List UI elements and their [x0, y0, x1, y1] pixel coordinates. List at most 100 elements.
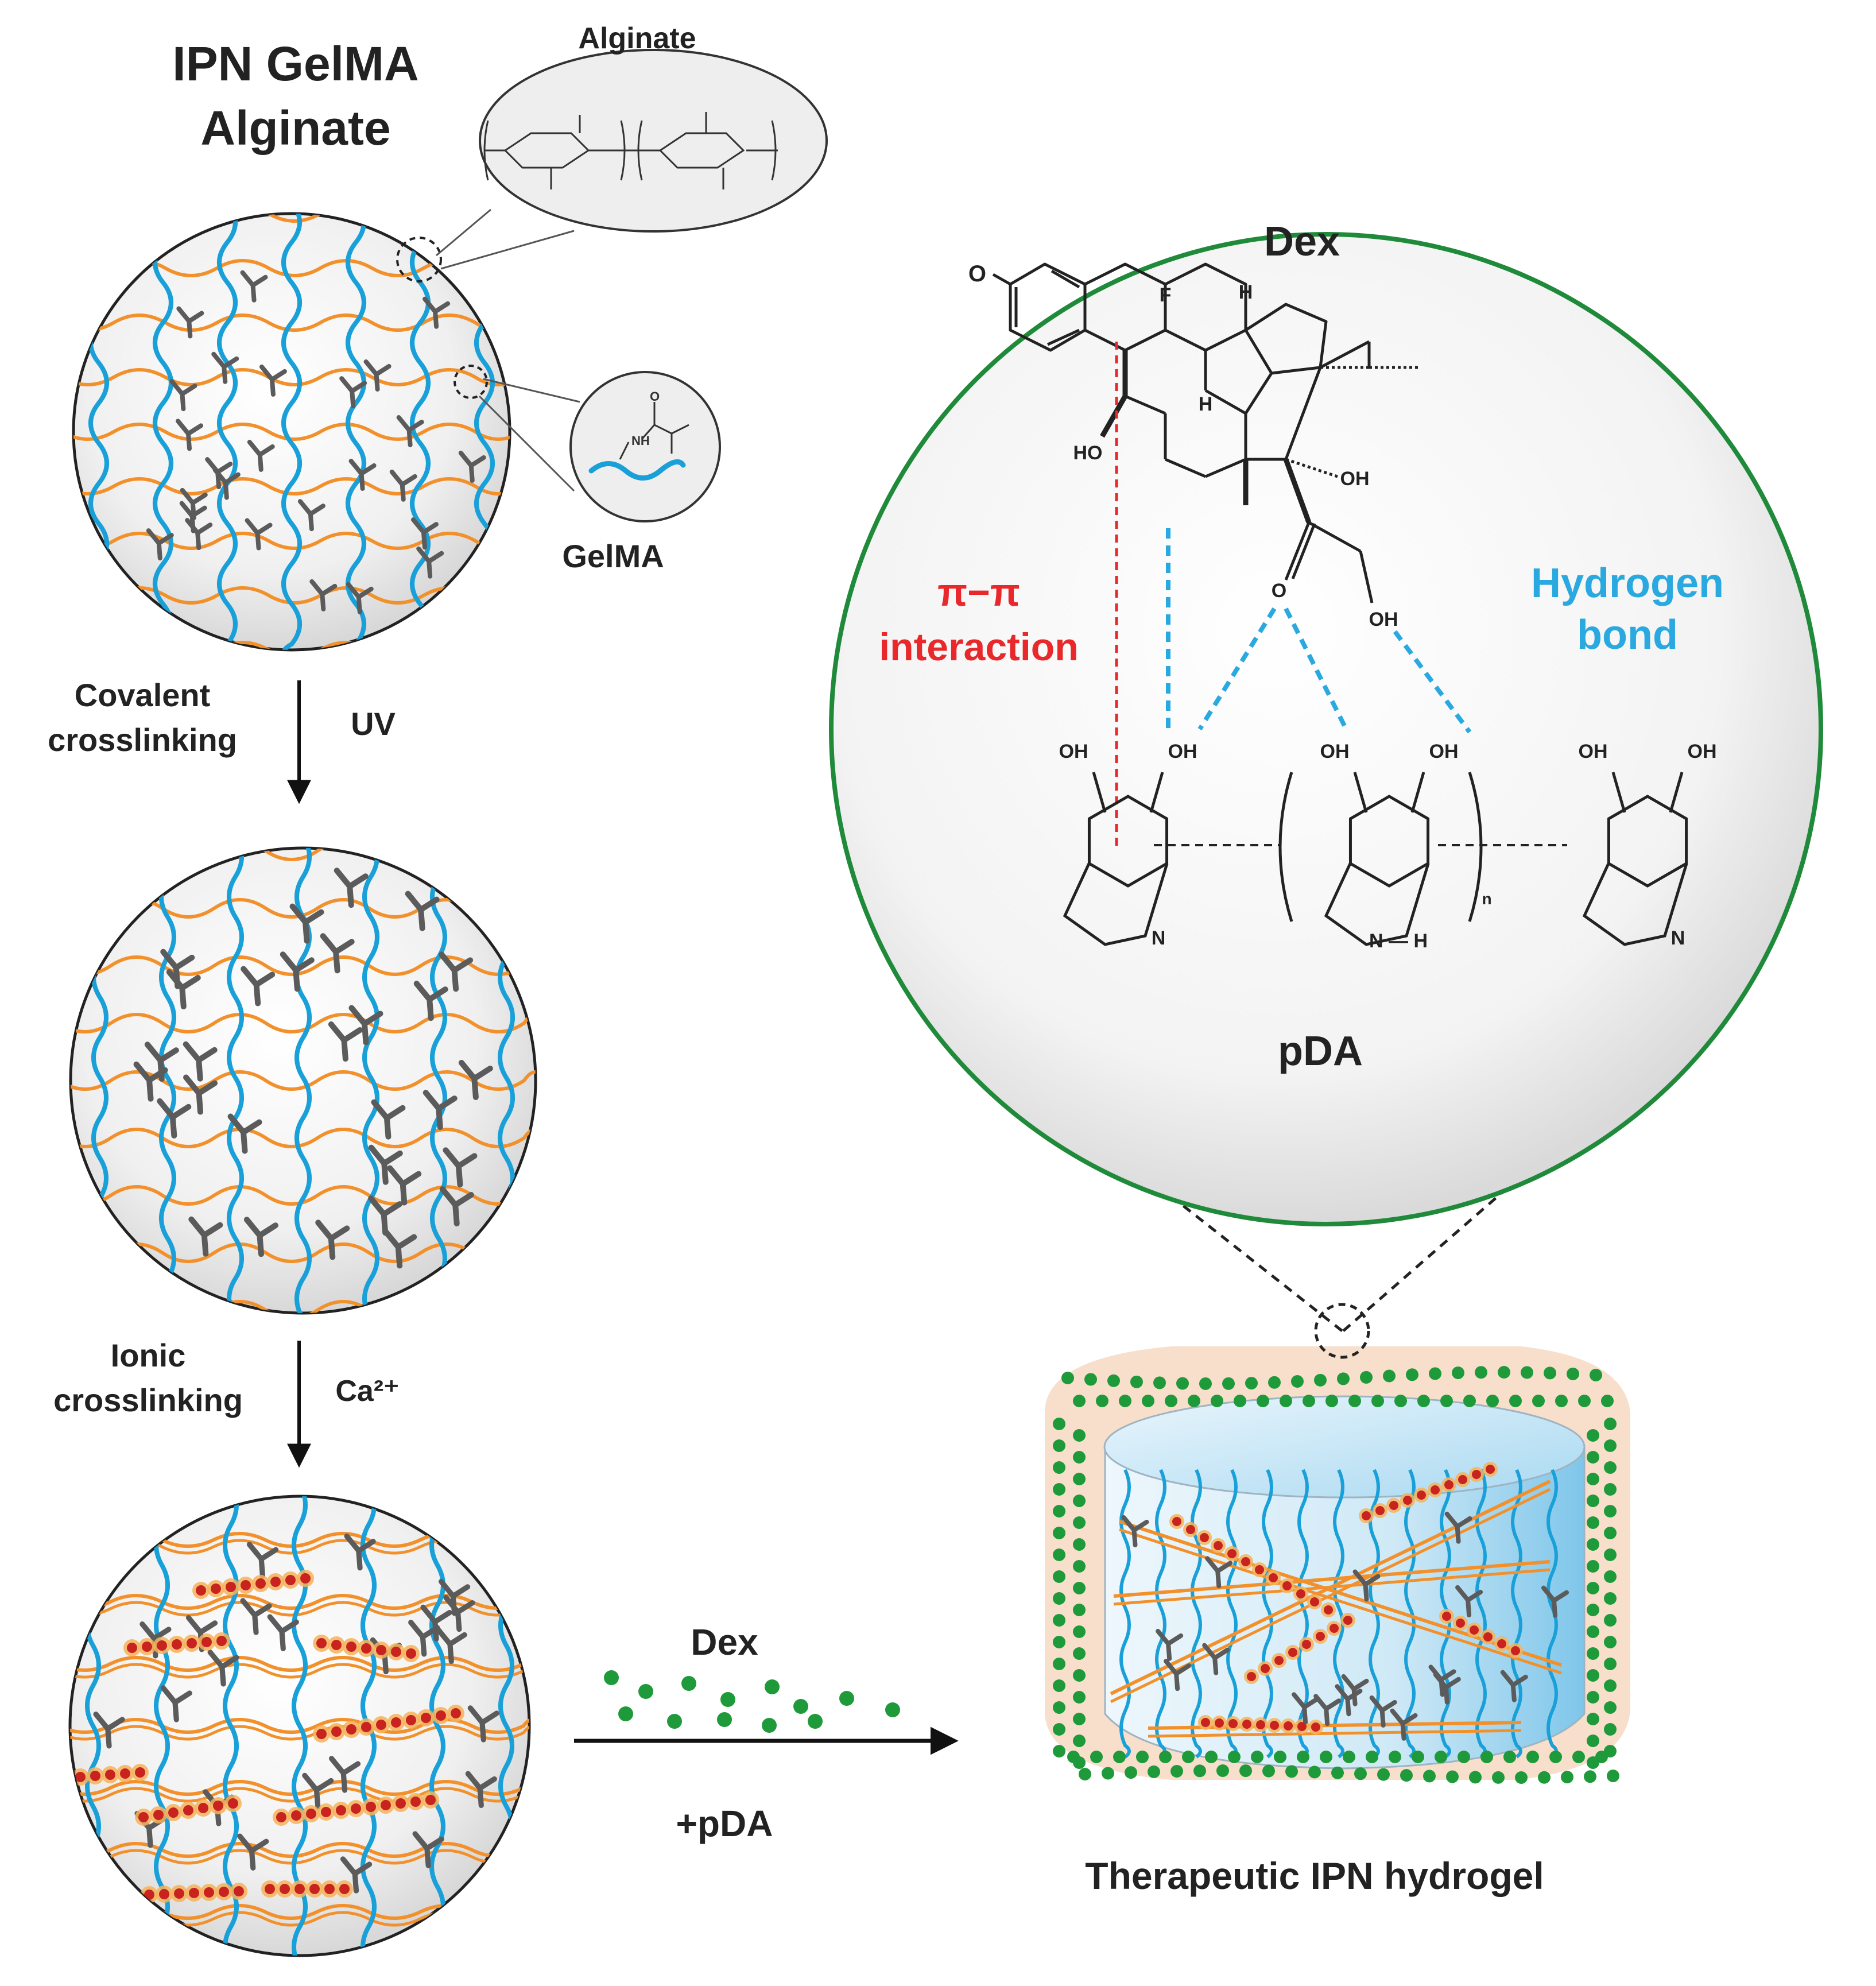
dex-particle — [1587, 1669, 1599, 1682]
dex-particle — [1176, 1377, 1189, 1389]
calcium-ion — [142, 1642, 152, 1652]
sphere-ionically-crosslinked — [0, 1410, 719, 1986]
dex-particle — [1549, 1751, 1562, 1763]
dex-particle — [720, 1692, 735, 1707]
dex-particle — [1429, 1367, 1441, 1380]
dex-particle — [1148, 1766, 1160, 1778]
calcium-ion — [316, 1729, 327, 1739]
pda-arrow-label: +pDA — [676, 1803, 773, 1844]
dex-particle — [1193, 1764, 1206, 1777]
gelma-chain — [26, 837, 38, 1325]
calcium-ion — [189, 1888, 199, 1898]
dex-particle — [1053, 1527, 1065, 1539]
dex-particle — [1211, 1395, 1223, 1407]
calcium-ion — [1458, 1475, 1467, 1484]
svg-text:OH: OH — [1579, 741, 1608, 762]
calcium-ion — [1214, 1541, 1223, 1550]
alginate-chain — [59, 785, 547, 802]
gelma-structure-inset: NH O GelMA — [479, 372, 720, 574]
calcium-ion — [406, 1648, 416, 1659]
hbond-label-2: bond — [1577, 612, 1678, 658]
calcium-ion — [336, 1805, 346, 1815]
dex-particle — [1053, 1505, 1065, 1517]
calcium-ion — [306, 1809, 316, 1819]
dex-particle — [1446, 1771, 1459, 1783]
dex-particle — [1257, 1395, 1269, 1407]
svg-text:H: H — [1199, 393, 1213, 415]
calcium-ion — [127, 1643, 137, 1653]
svg-text:OH: OH — [1369, 609, 1398, 630]
covalent-label-2: crosslinking — [48, 722, 237, 758]
dex-particle — [765, 1679, 780, 1694]
calcium-ion — [226, 1582, 236, 1592]
dex-particle — [1538, 1771, 1551, 1784]
dex-particle — [1578, 1395, 1591, 1407]
calcium-ion — [1316, 1632, 1325, 1641]
calcium-ion — [144, 1890, 154, 1900]
dex-particle — [1268, 1376, 1281, 1389]
dex-particle — [1314, 1374, 1327, 1387]
dex-particle — [1567, 1368, 1579, 1380]
calcium-ion — [1274, 1656, 1284, 1665]
dex-particle — [1262, 1765, 1275, 1778]
dex-particle — [1067, 1751, 1080, 1763]
dex-particle — [1073, 1604, 1086, 1616]
dex-particle — [1113, 1751, 1126, 1763]
calcium-ion — [1497, 1639, 1506, 1648]
calcium-ion — [309, 1884, 320, 1894]
calcium-ion — [391, 1717, 401, 1728]
dex-particle — [1073, 1429, 1086, 1442]
calcium-ion — [1256, 1720, 1265, 1729]
calcium-ion — [376, 1720, 386, 1730]
dex-particle — [1383, 1369, 1396, 1382]
dex-particle — [1394, 1395, 1407, 1407]
calcium-ion — [120, 1768, 130, 1779]
dex-particle — [1604, 1614, 1617, 1627]
dex-particle — [1073, 1395, 1086, 1407]
calcium-ion — [265, 1884, 275, 1894]
calcium-ion — [1261, 1664, 1270, 1673]
calcium-ion — [285, 1575, 296, 1585]
dex-particle — [1389, 1751, 1401, 1763]
dex-particle — [1587, 1625, 1599, 1638]
calcium-ion — [391, 1647, 401, 1657]
dex-particle — [1423, 1770, 1436, 1782]
dex-particle — [1354, 1767, 1367, 1780]
calcium-ion — [346, 1724, 356, 1735]
dex-particle — [1587, 1560, 1599, 1573]
dex-particle — [1199, 1377, 1212, 1390]
calcium-ion — [1228, 1719, 1238, 1728]
dex-particle — [1153, 1376, 1166, 1389]
calcium-ion — [90, 1771, 100, 1781]
title-line-1: IPN GelMA — [172, 37, 418, 91]
dex-particle — [1073, 1516, 1086, 1529]
calcium-ion — [1417, 1491, 1426, 1500]
dex-particle — [1604, 1658, 1617, 1670]
dex-particle — [604, 1670, 619, 1685]
calcium-ion — [1403, 1496, 1412, 1505]
dex-particle — [1073, 1735, 1086, 1747]
dex-particle — [1285, 1765, 1298, 1778]
svg-text:NH: NH — [631, 433, 650, 448]
gelma-chain — [26, 202, 42, 661]
dex-particle — [1053, 1636, 1065, 1648]
dex-particle — [1216, 1764, 1229, 1777]
gelma-chain — [703, 837, 716, 1325]
calcium-ion — [331, 1726, 342, 1737]
dex-particle — [1119, 1395, 1131, 1407]
pi-pi-label-2: interaction — [879, 625, 1079, 669]
calcium-ion — [1456, 1619, 1465, 1628]
dex-particle — [1469, 1771, 1482, 1783]
calcium-ion — [168, 1807, 179, 1818]
dex-particle — [1604, 1548, 1617, 1561]
dex-particle — [1486, 1395, 1499, 1407]
dex-particle — [1073, 1538, 1086, 1551]
dex-particle — [1604, 1636, 1617, 1648]
alginate-chain — [59, 1472, 541, 1484]
dex-particle — [1053, 1679, 1065, 1692]
calcium-ion — [1270, 1721, 1279, 1730]
calcium-ion — [376, 1645, 386, 1655]
svg-text:OH: OH — [1320, 741, 1350, 762]
dex-particle — [1480, 1751, 1493, 1763]
svg-text:O: O — [968, 261, 986, 287]
